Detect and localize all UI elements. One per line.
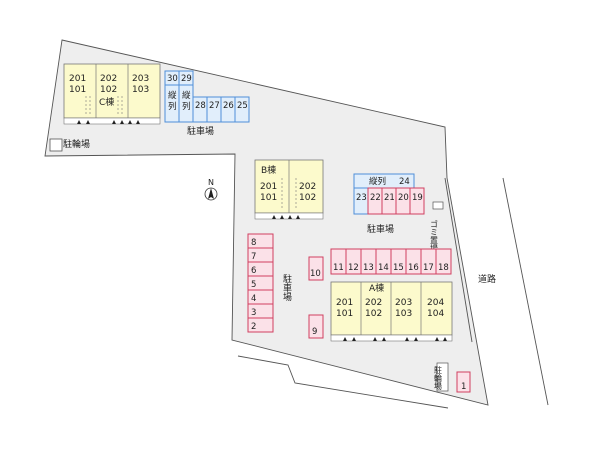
road-line-left bbox=[444, 177, 473, 343]
building-c: 201 101 202 102 203 103 C棟 bbox=[63, 63, 161, 125]
space-1-box bbox=[456, 371, 471, 393]
a-unit-1-lower: 101 bbox=[336, 309, 353, 319]
space-4: 4 bbox=[251, 294, 256, 304]
parking-row-a: 11 12 13 14 15 16 17 18 bbox=[330, 248, 452, 275]
space-6: 6 bbox=[251, 266, 256, 276]
tandem-label-1a: 縦 bbox=[168, 90, 177, 101]
space-30: 30 bbox=[167, 74, 178, 84]
c-unit-2-lower: 102 bbox=[100, 85, 117, 95]
garbage-label: ゴミ置場 bbox=[430, 219, 439, 253]
space-15: 15 bbox=[393, 263, 404, 273]
space-19: 19 bbox=[412, 193, 423, 203]
road-line-right bbox=[502, 177, 549, 406]
b-building-name: B棟 bbox=[261, 164, 276, 176]
building-b: B棟 201 101 202 102 bbox=[254, 159, 324, 220]
space-18: 18 bbox=[438, 263, 449, 273]
tandem-label-2a: 縦 bbox=[182, 90, 191, 101]
c-unit-3-lower: 103 bbox=[132, 85, 149, 95]
building-a: A棟 201 101 202 102 203 103 204 104 bbox=[330, 281, 453, 342]
space-29: 29 bbox=[181, 74, 192, 84]
space-23: 23 bbox=[356, 193, 367, 203]
space-2: 2 bbox=[251, 322, 256, 332]
a-building-name: A棟 bbox=[369, 282, 384, 294]
space-11: 11 bbox=[333, 263, 344, 273]
road-label: 道路 bbox=[478, 273, 496, 285]
space-22: 22 bbox=[370, 193, 381, 203]
tandem-label-2b: 列 bbox=[182, 101, 191, 112]
parking-left-column: 8 7 6 5 4 3 2 bbox=[247, 233, 274, 333]
c-unit-1-upper: 201 bbox=[69, 74, 86, 84]
space-21: 21 bbox=[384, 193, 395, 203]
space-12: 12 bbox=[348, 263, 359, 273]
space-9: 9 bbox=[312, 327, 317, 337]
space-1: 1 bbox=[461, 382, 466, 392]
space-24: 24 bbox=[399, 177, 410, 187]
space-7: 7 bbox=[251, 252, 256, 262]
space-9-box bbox=[308, 314, 324, 339]
bicycle-parking-right-label: 駐輪場 bbox=[434, 365, 443, 391]
b-unit-1-lower: 101 bbox=[260, 193, 277, 203]
parking-mid: 縦列 24 23 22 21 20 19 bbox=[353, 173, 425, 215]
c-unit-3-upper: 203 bbox=[132, 74, 149, 84]
space-27: 27 bbox=[209, 101, 220, 111]
space-10: 10 bbox=[310, 269, 321, 279]
space-26: 26 bbox=[223, 101, 234, 111]
space-13: 13 bbox=[363, 263, 374, 273]
space-8: 8 bbox=[251, 238, 256, 248]
parking-label-left: 駐車場 bbox=[281, 273, 292, 302]
b-unit-1-upper: 201 bbox=[260, 182, 277, 192]
space-17: 17 bbox=[423, 263, 434, 273]
a-unit-4-upper: 204 bbox=[427, 298, 444, 308]
garbage-area: ゴミ置場 bbox=[430, 201, 444, 253]
space-28: 28 bbox=[195, 101, 206, 111]
b-unit-2-lower: 102 bbox=[299, 193, 316, 203]
space-3: 3 bbox=[251, 308, 256, 318]
a-unit-2-upper: 202 bbox=[365, 298, 382, 308]
c-building-name: C棟 bbox=[99, 96, 114, 108]
space-25: 25 bbox=[237, 101, 248, 111]
a-unit-3-lower: 103 bbox=[395, 309, 412, 319]
bottom-boundary bbox=[237, 355, 449, 409]
parking-label-top: 駐車場 bbox=[187, 125, 214, 137]
bicycle-parking-left-label: 駐輪場 bbox=[63, 138, 90, 150]
parking-top: 30 29 縦 列 縦 列 28 27 26 25 bbox=[164, 70, 250, 123]
a-unit-1-upper: 201 bbox=[336, 298, 353, 308]
space-16: 16 bbox=[408, 263, 419, 273]
north-arrow-icon: N bbox=[204, 178, 218, 201]
b-unit-2-upper: 202 bbox=[299, 182, 316, 192]
space-14: 14 bbox=[378, 263, 389, 273]
a-unit-2-lower: 102 bbox=[365, 309, 382, 319]
a-unit-4-lower: 104 bbox=[427, 309, 444, 319]
c-unit-1-lower: 101 bbox=[69, 85, 86, 95]
bicycle-parking-left-box bbox=[49, 138, 63, 152]
space-10-box bbox=[308, 256, 324, 281]
bicycle-parking-right-box bbox=[436, 362, 449, 392]
tandem-label-1b: 列 bbox=[168, 101, 177, 112]
space-5: 5 bbox=[251, 280, 256, 290]
tandem-label-mid: 縦列 bbox=[369, 176, 386, 187]
svg-text:N: N bbox=[208, 178, 214, 187]
c-unit-2-upper: 202 bbox=[100, 74, 117, 84]
space-20: 20 bbox=[398, 193, 409, 203]
a-unit-3-upper: 203 bbox=[395, 298, 412, 308]
parking-label-mid: 駐車場 bbox=[367, 223, 394, 235]
